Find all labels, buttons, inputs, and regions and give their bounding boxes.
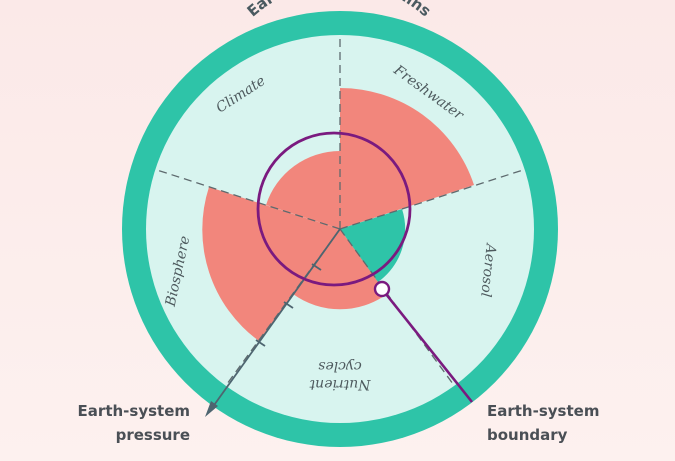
boundary-callout-line1: Earth-system [487,402,599,420]
pressure-tick [311,263,322,271]
pressure-callout-line1: Earth-system [78,402,190,420]
domain-label-nutrient-line1: Nutrient [309,376,371,392]
aerosol-pressure-wedge [340,209,406,282]
freshwater-pressure-wedge [340,87,474,229]
pressure-arrow [205,228,341,417]
biosphere-pressure-wedge [202,187,340,341]
boundary-callout-line2: boundary [487,426,568,444]
boundary-circle [256,131,412,287]
pressure-tick [255,339,266,347]
domain-label-aerosol: Aerosol [477,241,499,298]
climate-pressure-wedge [266,151,340,229]
pressure-tick [283,301,294,309]
nutrient-pressure-wedge [293,229,387,310]
pressure-callout-line2: pressure [116,426,190,444]
pressure-arrowhead [205,401,218,417]
boundary-marker [373,280,391,298]
boundary-leader [380,288,474,403]
domain-label-nutrient-line2: cycles [318,358,362,374]
